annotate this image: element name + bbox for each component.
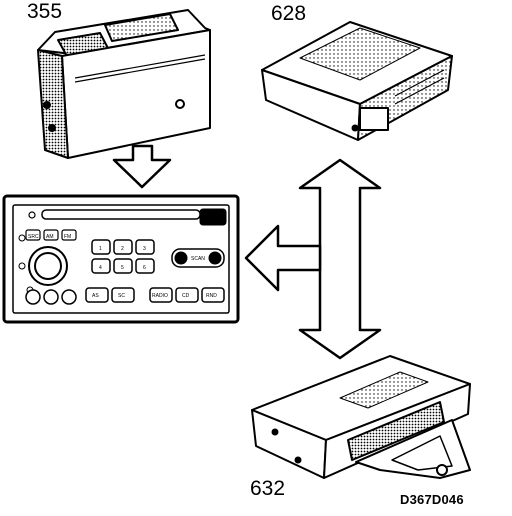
preset-2: 2 [121,246,124,252]
preset-6: 6 [143,265,146,271]
radio-btn-cd: CD [182,293,190,299]
radio-btn-am: AM [46,234,54,240]
radio-btn-rnd: RND [206,293,217,299]
label-unit-628: 628 [271,2,307,25]
arrow-junction-to-radio [244,224,322,292]
drawing-code: D367D046 [400,492,464,507]
radio-head-unit [2,194,240,324]
double-arrow-628-632 [298,158,382,360]
radio-btn-fm: FM [64,234,71,240]
unit-632-module [251,355,471,479]
radio-btn-radio: RADIO [152,293,168,299]
radio-btn-sc: SC [118,293,125,299]
preset-3: 3 [143,246,146,252]
unit-355-cd-changer [37,9,211,159]
radio-btn-src: SRC [28,234,39,240]
label-unit-355: 355 [27,0,63,23]
arrow-355-to-radio [112,144,172,189]
label-unit-632: 632 [250,477,286,500]
radio-btn-scan: SCAN [191,256,205,262]
unit-628-amplifier [261,21,453,141]
preset-4: 4 [99,265,102,271]
preset-5: 5 [121,265,124,271]
preset-1: 1 [99,246,102,252]
radio-btn-as: AS [92,293,99,299]
